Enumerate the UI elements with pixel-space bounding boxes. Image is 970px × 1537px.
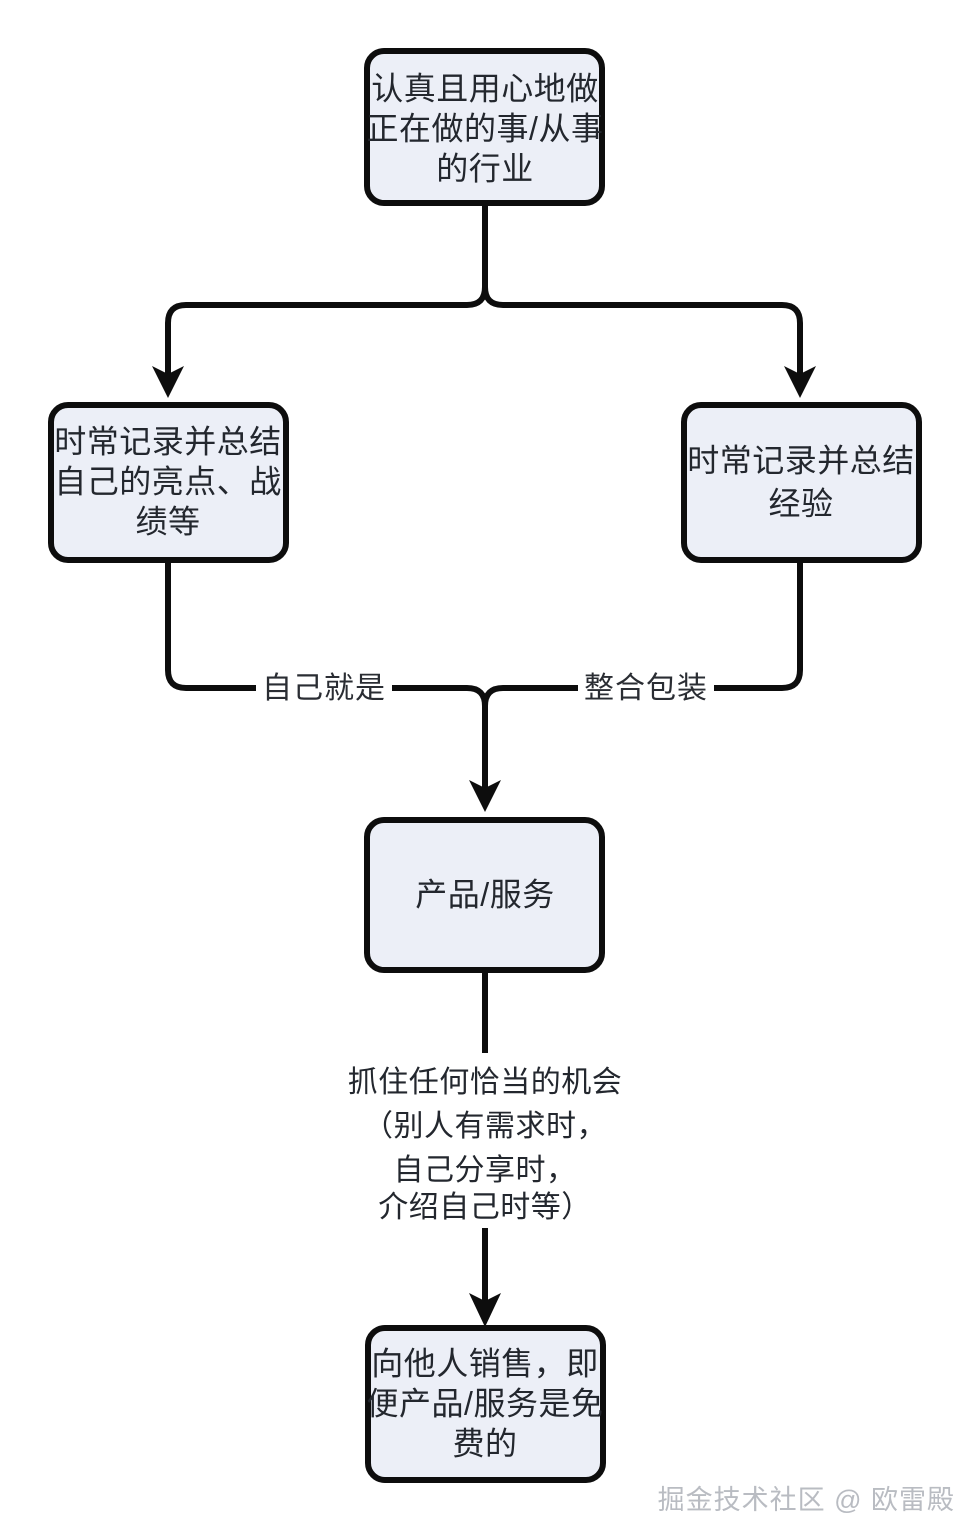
edge-right-to-merge bbox=[482, 562, 803, 775]
edge-start-to-right-path bbox=[482, 205, 803, 376]
node-record-experience[interactable]: 时常记录并总结 经验 bbox=[681, 402, 922, 563]
edge-merge-to-product bbox=[469, 706, 501, 812]
node-start-line-2: 正在做的事/从事 bbox=[367, 110, 604, 146]
arrowhead-to-right-node bbox=[784, 366, 816, 398]
node-start-rect[interactable] bbox=[364, 48, 605, 206]
arrowhead-to-left-node bbox=[152, 366, 184, 398]
node-start-line-3: 的行业 bbox=[436, 150, 534, 186]
node-record-experience-line-2: 经验 bbox=[768, 485, 833, 521]
arrowhead-to-sell-node bbox=[469, 1293, 501, 1327]
free-label-line-4: 介绍自己时等） bbox=[378, 1191, 592, 1224]
edge-right-down-path bbox=[714, 562, 803, 691]
edge-product-to-sell bbox=[469, 972, 501, 1327]
node-record-experience-line-1: 时常记录并总结 bbox=[687, 442, 915, 478]
node-sell-to-others-line-3: 费的 bbox=[452, 1425, 517, 1461]
node-sell-to-others-line-2: 便产品/服务是免 bbox=[367, 1385, 604, 1421]
node-record-experience-rect[interactable] bbox=[681, 402, 922, 563]
node-record-highlights-line-2: 自己的亮点、战 bbox=[54, 463, 282, 499]
node-start[interactable]: 认真且用心地做 正在做的事/从事 的行业 bbox=[364, 48, 605, 206]
node-start-line-1: 认真且用心地做 bbox=[371, 70, 599, 106]
free-label-line-1: 抓住任何恰当的机会 bbox=[348, 1066, 623, 1099]
node-record-highlights-line-3: 绩等 bbox=[135, 503, 200, 539]
node-sell-to-others[interactable]: 向他人销售，即 便产品/服务是免 费的 bbox=[365, 1325, 606, 1483]
node-record-highlights-line-1: 时常记录并总结 bbox=[54, 423, 282, 459]
edge-left-down-path bbox=[165, 562, 256, 691]
edge-start-to-branch bbox=[152, 205, 816, 398]
edge-label-self-is: 自己就是 bbox=[262, 672, 386, 705]
edge-left-merge-in-path bbox=[392, 685, 488, 775]
free-label-seize-opportunity: 抓住任何恰当的机会 （别人有需求时， 自己分享时， 介绍自己时等） bbox=[348, 1066, 623, 1224]
node-record-highlights-rect[interactable] bbox=[48, 402, 289, 563]
node-record-highlights[interactable]: 时常记录并总结 自己的亮点、战 绩等 bbox=[48, 402, 289, 563]
node-product-service-label: 产品/服务 bbox=[415, 876, 554, 912]
node-sell-to-others-line-1: 向他人销售，即 bbox=[371, 1345, 599, 1381]
watermark-label: 掘金技术社区 @ 欧雷殿 bbox=[658, 1485, 955, 1515]
node-product-service[interactable]: 产品/服务 bbox=[364, 817, 605, 973]
edge-left-to-merge bbox=[165, 562, 488, 775]
edge-start-to-left-path bbox=[165, 205, 488, 376]
node-sell-to-others-rect[interactable] bbox=[365, 1325, 606, 1483]
free-label-line-3: 自己分享时， bbox=[394, 1154, 577, 1187]
free-label-line-2: （别人有需求时， bbox=[363, 1110, 607, 1143]
arrowhead-to-product-node bbox=[469, 780, 501, 812]
edge-right-merge-in-path bbox=[482, 685, 578, 775]
edge-label-integrate-package: 整合包装 bbox=[584, 672, 708, 705]
node-product-service-rect[interactable] bbox=[364, 817, 605, 973]
